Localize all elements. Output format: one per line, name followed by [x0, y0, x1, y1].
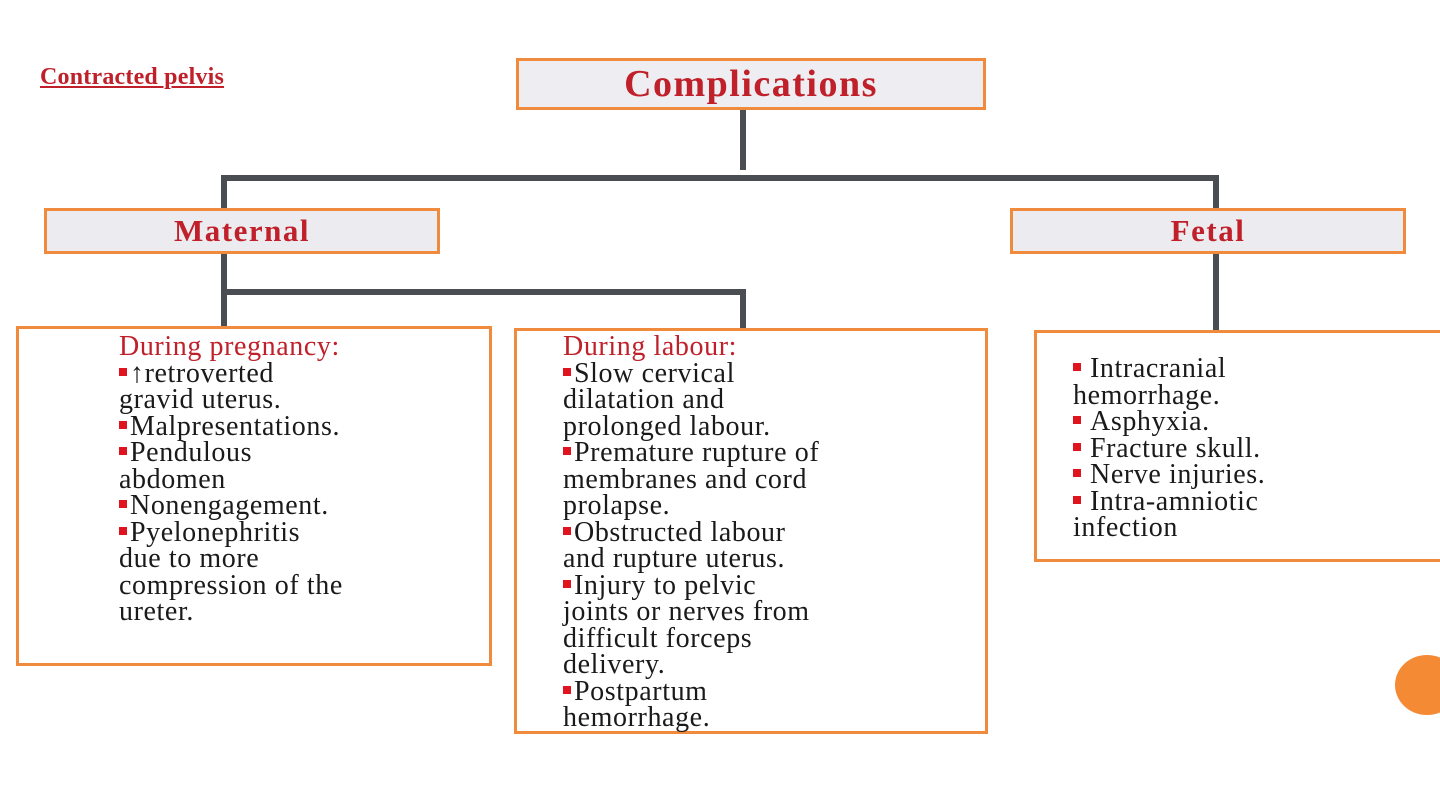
square-bullet-icon	[1073, 442, 1081, 451]
list-item: Malpresentations.	[119, 410, 489, 442]
orange-decorative-dot	[1395, 655, 1440, 715]
square-bullet-icon	[563, 685, 571, 694]
list-item-line: abdomen	[119, 463, 226, 495]
list-item-line: Nerve injuries.	[1090, 459, 1266, 490]
fetal-label: Fetal	[1170, 213, 1246, 248]
list-item-line: Nonengagement.	[130, 490, 329, 521]
list-item-line: Asphyxia.	[1090, 406, 1210, 437]
pregnancy-heading: During pregnancy:	[119, 331, 340, 362]
list-item-line: gravid uterus.	[119, 384, 282, 415]
list-item-line: prolonged labour.	[563, 410, 771, 442]
list-item-line: Slow cervical	[574, 357, 735, 389]
maternal-node: Maternal	[44, 208, 440, 254]
list-item: Nerve injuries.	[1073, 459, 1440, 490]
list-item-line: Malpresentations.	[130, 410, 341, 442]
list-item-line: Injury to pelvic	[574, 569, 757, 601]
list-item-line: dilatation and	[563, 384, 725, 415]
complications-label: Complications	[624, 63, 878, 105]
square-bullet-icon	[1073, 469, 1081, 477]
list-item-line: Intracranial	[1090, 353, 1227, 384]
list-item-line: due to more	[119, 543, 260, 574]
square-bullet-icon	[119, 447, 127, 455]
list-item: Nonengagement.	[119, 490, 489, 521]
list-item-line: Pendulous	[130, 437, 253, 468]
list-item-line: prolapse.	[563, 490, 671, 521]
square-bullet-icon	[1073, 363, 1081, 371]
list-item-line: ↑retroverted	[130, 357, 275, 389]
list-item-line: infection	[1073, 512, 1178, 543]
list-item-line: Obstructed labour	[574, 516, 786, 548]
square-bullet-icon	[563, 447, 571, 455]
list-item-line: membranes and cord	[563, 463, 808, 495]
list-item: Fracture skull.	[1073, 432, 1440, 464]
square-bullet-icon	[119, 367, 127, 376]
square-bullet-icon	[1073, 495, 1081, 504]
list-item-line: and rupture uterus.	[563, 543, 786, 574]
list-item-line: hemorrhage.	[1073, 379, 1221, 411]
page-title: Contracted pelvis	[40, 64, 225, 90]
list-item-line: Pyelonephritis	[130, 516, 301, 548]
square-bullet-icon	[563, 526, 571, 535]
square-bullet-icon	[1073, 416, 1081, 424]
list-item-line: Intra-amniotic	[1090, 485, 1259, 517]
labour-heading: During labour:	[563, 331, 738, 362]
list-item-line: hemorrhage.	[563, 702, 711, 733]
list-item-line: joints or nerves from	[563, 596, 810, 627]
list-item-line: Postpartum	[574, 675, 708, 707]
square-bullet-icon	[119, 526, 127, 535]
list-item-line: Fracture skull.	[1090, 432, 1261, 464]
square-bullet-icon	[563, 579, 571, 588]
list-item-line: Premature rupture of	[574, 437, 820, 468]
list-item: Asphyxia.	[1073, 406, 1440, 437]
square-bullet-icon	[119, 500, 127, 508]
square-bullet-icon	[119, 420, 127, 429]
maternal-label: Maternal	[174, 213, 310, 248]
complications-node: Complications	[516, 58, 986, 110]
list-item-line: delivery.	[563, 649, 666, 680]
list-item-line: difficult forceps	[563, 622, 753, 654]
fetal-node: Fetal	[1010, 208, 1406, 254]
square-bullet-icon	[563, 367, 571, 376]
list-item-line: ureter.	[119, 596, 194, 627]
list-item-line: compression of the	[119, 569, 343, 601]
